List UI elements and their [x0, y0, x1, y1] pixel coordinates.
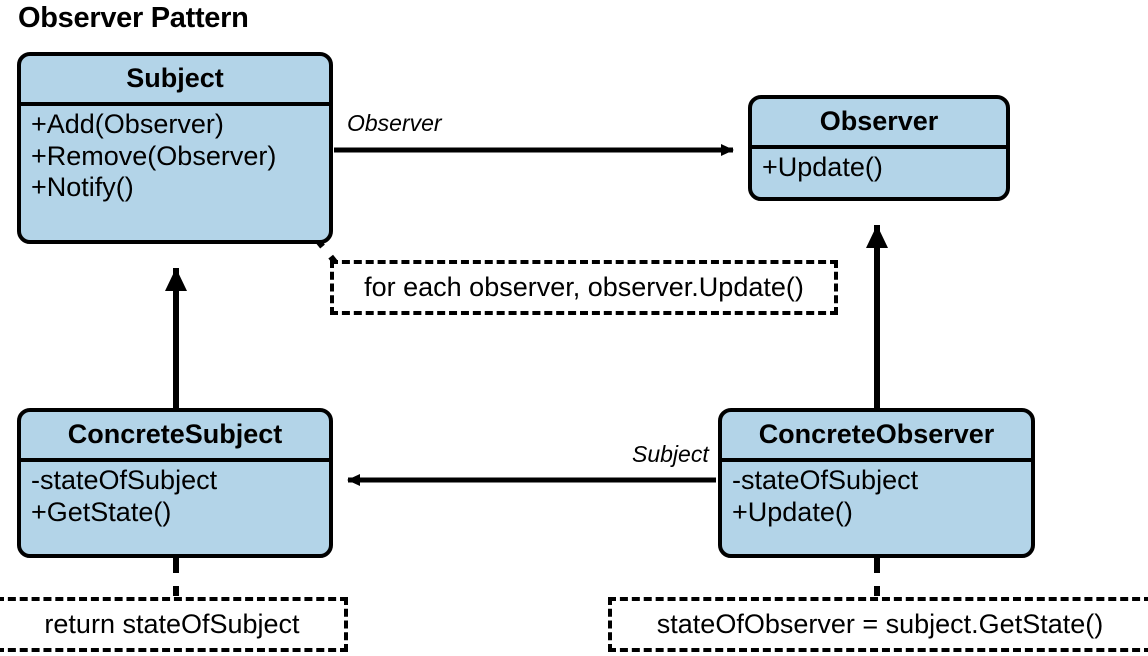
edge-label-subject-role: Subject [629, 443, 712, 466]
class-box-subject[interactable]: Subject +Add(Observer) +Remove(Observer)… [17, 52, 333, 244]
class-member: +Add(Observer) [31, 109, 224, 139]
class-divider [21, 458, 329, 462]
class-member: +GetState() [31, 496, 172, 527]
page-title: Observer Pattern [18, 2, 249, 34]
class-members-observer: +Update() [752, 149, 1006, 190]
class-divider [752, 145, 1006, 149]
class-members-concrete-subject: -stateOfSubject +GetState() [21, 462, 329, 534]
class-member: +Update() [732, 496, 853, 527]
note-notify[interactable]: for each observer, observer.Update() [330, 260, 838, 315]
note-text: stateOfObserver = subject.GetState() [656, 609, 1104, 639]
class-member: +Remove(Observer) [31, 140, 277, 171]
class-member: +Notify() [31, 172, 134, 203]
note-text: return stateOfSubject [44, 609, 300, 639]
note-update[interactable]: stateOfObserver = subject.GetState() [608, 597, 1148, 652]
class-members-concrete-observer: -stateOfSubject +Update() [722, 462, 1031, 534]
class-member: -stateOfSubject [31, 465, 218, 495]
class-members-subject: +Add(Observer) +Remove(Observer) +Notify… [21, 106, 329, 210]
class-name-concrete-subject: ConcreteSubject [67, 419, 283, 449]
class-box-concrete-subject[interactable]: ConcreteSubject -stateOfSubject +GetStat… [17, 408, 333, 558]
class-member: -stateOfSubject [732, 465, 919, 495]
class-box-observer[interactable]: Observer +Update() [748, 95, 1010, 201]
class-name-concrete-observer: ConcreteObserver [758, 419, 995, 449]
class-name-observer: Observer [819, 106, 939, 136]
class-box-concrete-observer[interactable]: ConcreteObserver -stateOfSubject +Update… [718, 408, 1035, 558]
class-divider [21, 102, 329, 106]
class-member: +Update() [762, 152, 883, 182]
class-divider [722, 458, 1031, 462]
edge-label-observer-role: Observer [344, 112, 445, 135]
note-text: for each observer, observer.Update() [364, 272, 804, 302]
note-getstate[interactable]: return stateOfSubject [0, 597, 348, 652]
class-name-subject: Subject [126, 63, 224, 93]
